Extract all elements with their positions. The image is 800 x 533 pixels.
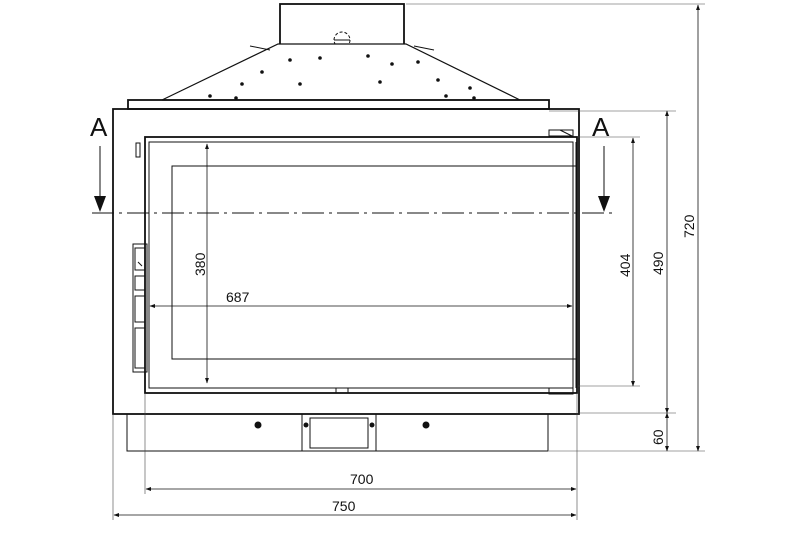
body-outline [112, 108, 580, 415]
extension-lines [112, 3, 705, 520]
dim-label-opening-width: 700 [350, 471, 374, 487]
section-arrow-left-icon [94, 146, 106, 212]
dim-label-body-height: 490 [650, 251, 666, 275]
dimension-opening-width: 700 [145, 471, 577, 491]
top-plate [127, 99, 550, 110]
dimension-base-height: 60 [650, 412, 669, 452]
dimension-inner-height: 380 [192, 143, 209, 384]
hood-vent-holes [208, 54, 476, 100]
dim-label-base-height: 60 [650, 429, 666, 445]
hood [161, 43, 521, 101]
dimension-total-width: 750 [113, 498, 577, 517]
base-screw-icon [254, 421, 262, 429]
dimension-total-height: 720 [681, 4, 700, 452]
section-label-left: A [90, 112, 108, 142]
dim-label-inner-width: 687 [226, 289, 250, 305]
dimension-inner-width: 687 [149, 289, 573, 308]
door-hinge [132, 142, 148, 373]
dim-label-total-height: 720 [681, 214, 697, 238]
dimension-opening-height: 404 [617, 137, 635, 387]
base-screw-icon [369, 422, 375, 428]
base-panel [126, 413, 549, 452]
section-label-right: A [592, 112, 610, 142]
base-screw-icon [422, 421, 430, 429]
dim-label-total-width: 750 [332, 498, 356, 514]
dim-label-opening-height: 404 [617, 253, 633, 277]
dim-label-inner-height: 380 [192, 252, 208, 276]
section-arrow-right-icon [598, 146, 610, 212]
glass-door [144, 136, 578, 394]
base-screw-icon [303, 422, 309, 428]
door-latch [335, 129, 574, 395]
dimension-body-height: 490 [650, 110, 669, 414]
